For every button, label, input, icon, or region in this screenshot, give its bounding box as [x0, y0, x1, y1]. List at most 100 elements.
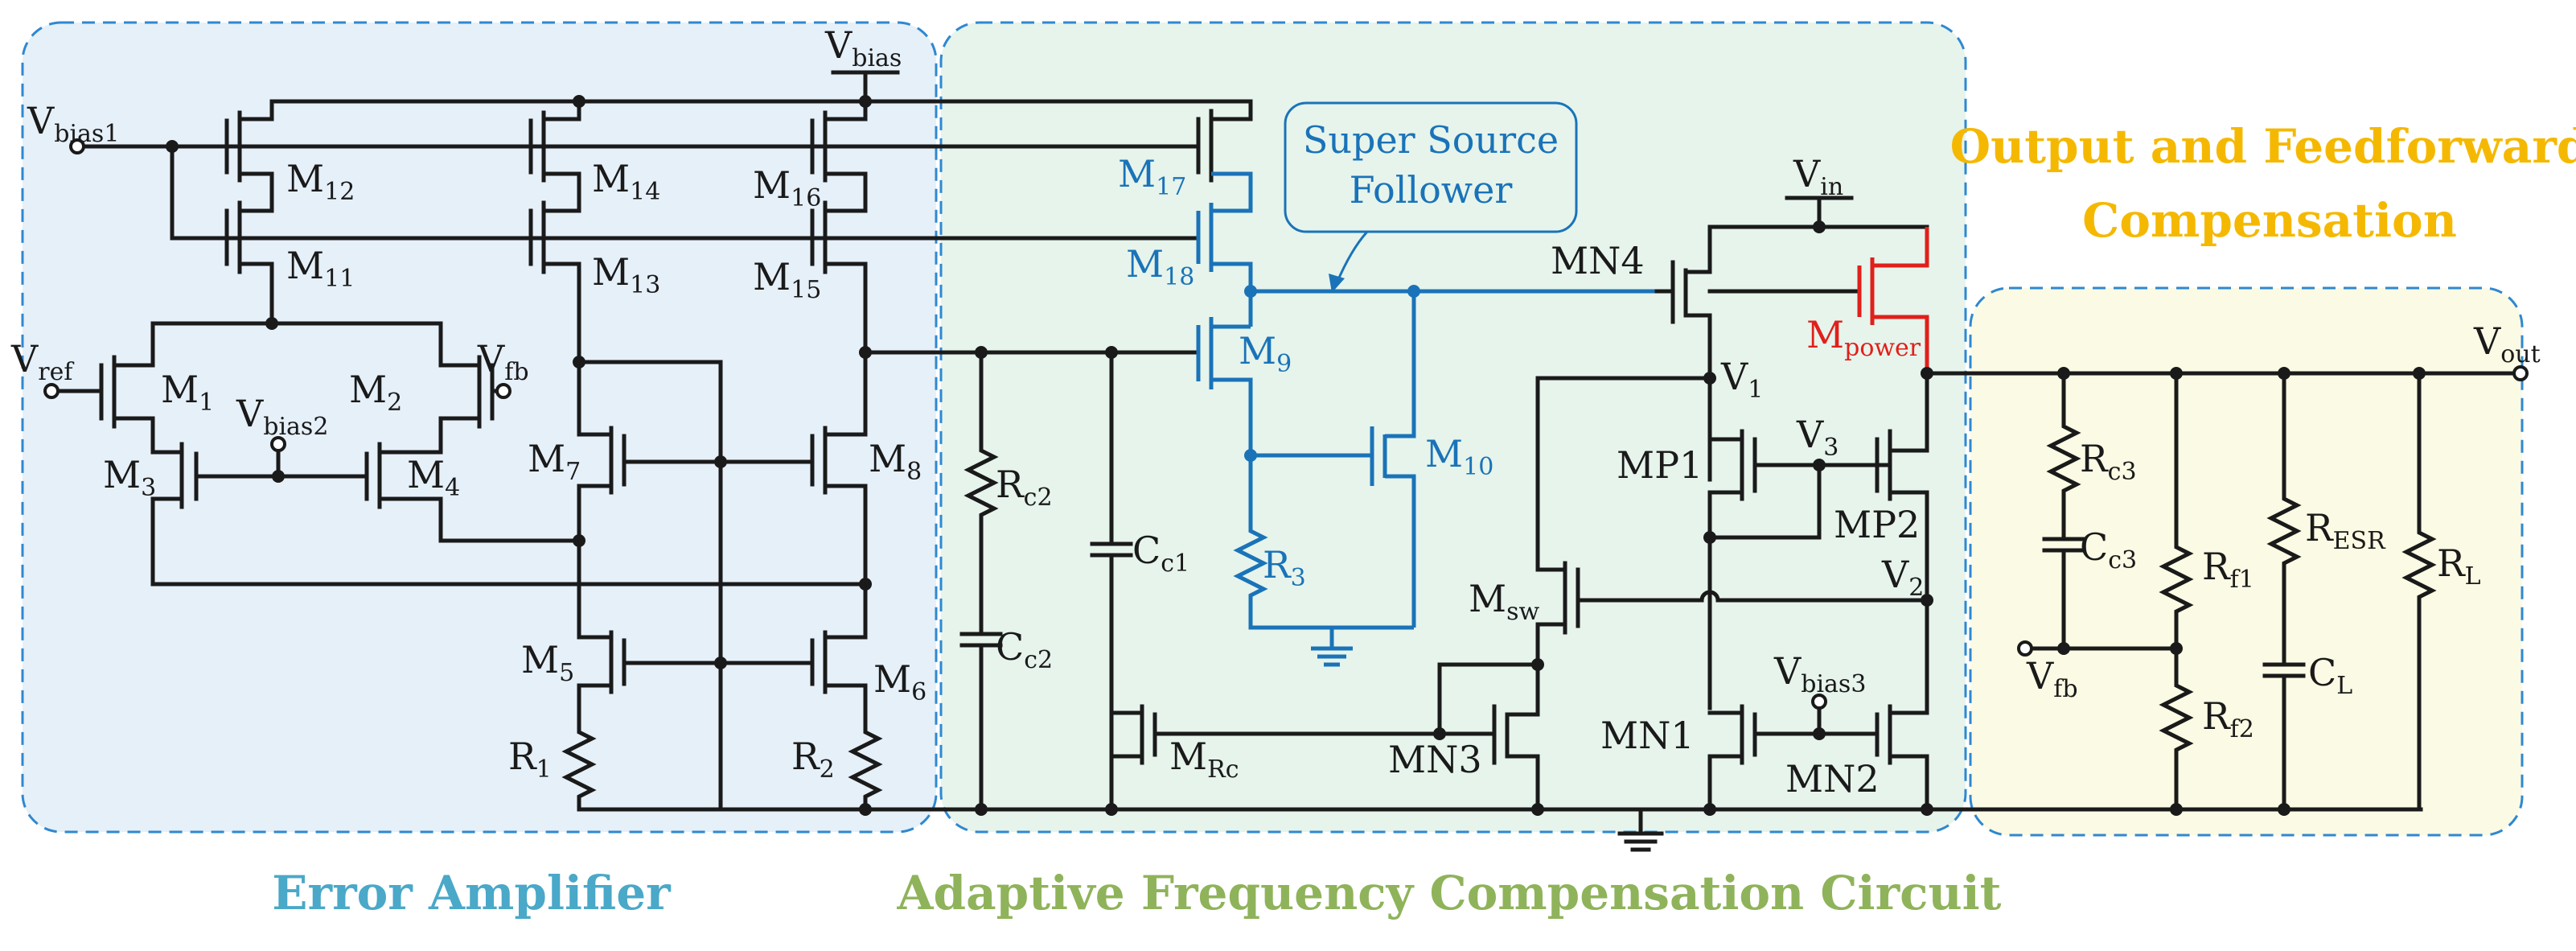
svg-text:M8: M8 — [869, 437, 922, 486]
svg-text:M6: M6 — [873, 657, 926, 706]
resistor-rl: RL — [2401, 371, 2481, 812]
transistor-mn4: MN4 — [1551, 224, 1712, 482]
svg-text:M16: M16 — [753, 163, 821, 212]
transistor-m10: M10 — [1251, 291, 1493, 628]
capacitor-cc3: Cc3 — [2042, 525, 2137, 651]
svg-text:MRc: MRc — [1169, 735, 1239, 784]
ground-symbol-blue — [1311, 628, 1353, 667]
svg-text:R2: R2 — [791, 735, 835, 784]
svg-text:Rc2: Rc2 — [996, 463, 1053, 512]
svg-text:Mpower: Mpower — [1806, 313, 1921, 362]
output-feedforward-region — [1969, 286, 2524, 837]
transistor-m12: M12 — [224, 99, 355, 206]
super-source-follower-callout: Super Source Follower — [1284, 101, 1578, 293]
transistor-m13: M13 — [528, 196, 660, 364]
svg-text:V2: V2 — [1881, 553, 1924, 602]
resistor-rf1: Rf1 — [2159, 371, 2254, 651]
transistor-mpower: Mpower — [1799, 227, 1929, 373]
resistor-rc3: Rc3 — [2046, 371, 2137, 541]
resistor-r1: R1 — [508, 722, 597, 812]
error-amplifier-title: Error Amplifier — [272, 866, 672, 920]
svg-text:V1: V1 — [1720, 355, 1763, 404]
svg-text:Vfb: Vfb — [2026, 654, 2078, 703]
svg-text:M1: M1 — [161, 368, 214, 417]
output-title-line2: Compensation — [2082, 193, 2457, 248]
resistor-rc2: Rc2 — [963, 350, 1053, 636]
transistor-mn2: MN2 — [1785, 598, 1929, 812]
svg-text:M18: M18 — [1126, 242, 1194, 291]
svg-text:V3: V3 — [1796, 413, 1839, 462]
transistor-m1: Vref M1 — [10, 321, 214, 448]
svg-text:MN3: MN3 — [1388, 738, 1482, 781]
capacitor-cl: CL — [2262, 651, 2352, 812]
vbias1-terminal: Vbias1 — [27, 99, 119, 154]
svg-text:Cc3: Cc3 — [2080, 525, 2137, 574]
svg-text:M15: M15 — [753, 255, 821, 304]
transistor-m17: M17 — [1118, 99, 1253, 201]
resistor-r2: R2 — [791, 722, 883, 812]
transistor-mp2: MP2 — [1834, 429, 1929, 603]
resistor-rf2: Rf2 — [2159, 646, 2254, 812]
svg-text:MN2: MN2 — [1785, 757, 1880, 801]
svg-text:M14: M14 — [592, 157, 660, 206]
svg-text:MP1: MP1 — [1617, 443, 1703, 487]
svg-text:Vfb: Vfb — [477, 337, 529, 386]
svg-text:R3: R3 — [1263, 543, 1306, 592]
svg-text:Cc2: Cc2 — [996, 625, 1053, 674]
svg-text:Super Source: Super Source — [1303, 118, 1559, 162]
svg-text:M10: M10 — [1425, 432, 1493, 481]
transistor-mn1: MN1 — [1600, 704, 1880, 812]
capacitor-cc1: Cc1 — [1090, 350, 1189, 715]
svg-text:RL: RL — [2437, 541, 2481, 591]
transistor-m4: M4 — [364, 442, 581, 543]
vin-supply: Vin — [1785, 152, 1854, 229]
svg-text:Vbias2: Vbias2 — [236, 392, 328, 441]
svg-text:R1: R1 — [508, 735, 552, 784]
vbias-supply: Vbias — [824, 23, 902, 104]
svg-text:M11: M11 — [286, 244, 355, 293]
transistor-mrc: MRc — [1109, 704, 1442, 812]
svg-text:Cc1: Cc1 — [1132, 529, 1189, 578]
adaptive-compensation-title: Adaptive Frequency Compensation Circuit — [897, 866, 2002, 920]
capacitor-cc2: Cc2 — [959, 625, 1053, 812]
output-title-line1: Output and Feedforward — [1950, 119, 2576, 174]
svg-text:MN4: MN4 — [1551, 239, 1645, 282]
svg-text:M13: M13 — [592, 250, 660, 299]
svg-text:Rf1: Rf1 — [2202, 545, 2254, 594]
svg-text:M4: M4 — [407, 453, 460, 502]
svg-text:Vin: Vin — [1793, 152, 1843, 201]
resistor-resr: RESR — [2266, 371, 2386, 667]
transistor-m2: Vfb M2 — [349, 321, 529, 448]
transistor-m11: M11 — [224, 196, 355, 326]
svg-text:Vref: Vref — [10, 337, 74, 386]
svg-text:M9: M9 — [1239, 329, 1292, 378]
svg-text:CL: CL — [2308, 651, 2352, 700]
svg-text:MN1: MN1 — [1600, 714, 1695, 757]
transistor-mn3: MN3 — [1388, 662, 1540, 812]
svg-text:M7: M7 — [528, 437, 581, 486]
transistor-msw: Msw — [1469, 561, 1929, 667]
svg-text:M3: M3 — [103, 453, 156, 502]
transistor-m15: M15 — [753, 196, 868, 355]
transistor-m7: M7 — [528, 360, 815, 543]
vout-terminal: Vout — [2473, 319, 2541, 381]
svg-text:Vbias1: Vbias1 — [27, 99, 119, 148]
svg-text:Vbias3: Vbias3 — [1773, 649, 1866, 698]
svg-text:M2: M2 — [349, 368, 402, 417]
svg-text:Follower: Follower — [1350, 168, 1513, 212]
resistor-r3: R3 — [1233, 455, 1414, 630]
svg-text:Vout: Vout — [2473, 319, 2541, 368]
svg-text:RESR: RESR — [2305, 506, 2386, 555]
transistor-m14: M14 — [528, 99, 660, 206]
transistor-m9: M9 — [1196, 291, 1292, 455]
svg-text:M17: M17 — [1118, 152, 1186, 201]
svg-text:MP2: MP2 — [1834, 503, 1920, 546]
svg-text:M5: M5 — [521, 638, 574, 687]
vbias2-terminal: Vbias2 — [236, 392, 328, 483]
ground-symbol — [1617, 807, 1664, 852]
svg-text:Msw: Msw — [1469, 577, 1540, 626]
vbias3-terminal: Vbias3 — [1773, 649, 1866, 740]
transistor-m8: M8 — [810, 350, 922, 587]
